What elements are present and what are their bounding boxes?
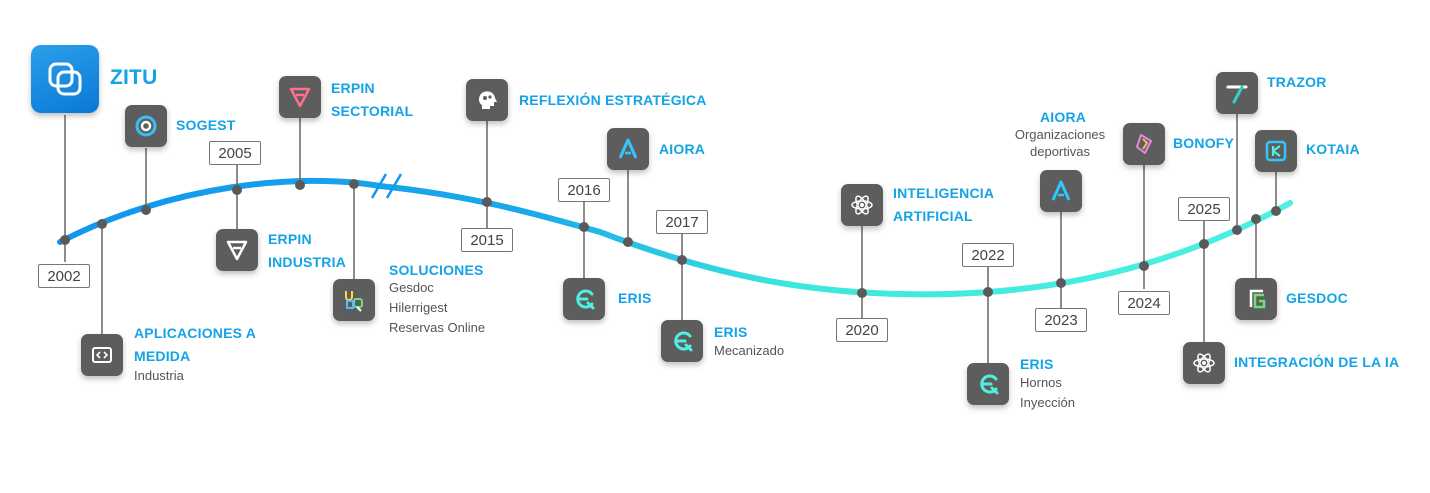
kotaia-title: KOTAIA: [1306, 141, 1360, 157]
sogest-title: SOGEST: [176, 117, 236, 133]
atom-icon: [1183, 342, 1225, 384]
eris-logo-icon: [661, 320, 703, 362]
kotaia-logo-icon: [1255, 130, 1297, 172]
eris-2017-title: ERIS: [714, 324, 748, 340]
gesdoc-title: GESDOC: [1286, 290, 1348, 306]
eris-2016-title: ERIS: [618, 290, 652, 306]
year-label-2023: 2023: [1035, 308, 1087, 332]
aiora-logo-icon: [1040, 170, 1082, 212]
year-label-2020: 2020: [836, 318, 888, 342]
zitu-title: ZITU: [110, 66, 158, 89]
year-label-2025: 2025: [1178, 197, 1230, 221]
aiora-logo-icon: [607, 128, 649, 170]
year-label-2005: 2005: [209, 141, 261, 165]
aiora-2023-title: AIORA: [1040, 109, 1087, 125]
eris-2022-title: ERIS: [1020, 356, 1054, 372]
solutions-logo-icon: [333, 279, 375, 321]
eris-logo-icon: [563, 278, 605, 320]
eris-logo-icon: [967, 363, 1009, 405]
head-gears-icon: [466, 79, 508, 121]
eris-2022-sub-inyeccion: Inyección: [1020, 395, 1075, 410]
soluciones-sub-gesdoc: Gesdoc: [389, 280, 434, 295]
erpin-industria-logo-icon: [216, 229, 258, 271]
gesdoc-logo-icon: [1235, 278, 1277, 320]
aiora-2023-sub-line2: deportivas: [1030, 144, 1090, 159]
erpin-sectorial-logo-icon: [279, 76, 321, 118]
year-label-2022: 2022: [962, 243, 1014, 267]
timeline-dots: [60, 179, 1281, 298]
trazor-logo-icon: [1216, 72, 1258, 114]
reflexion-title: REFLEXIÓN ESTRATÉGICA: [519, 92, 707, 108]
bonofy-title: BONOFY: [1173, 135, 1235, 151]
sogest-logo-icon: [125, 105, 167, 147]
soluciones-sub-hilerrigest: Hilerrigest: [389, 300, 448, 315]
atom-icon: [841, 184, 883, 226]
year-label-2002: 2002: [38, 264, 90, 288]
eris-2022-sub-hornos: Hornos: [1020, 375, 1062, 390]
year-label-2024: 2024: [1118, 291, 1170, 315]
erpin-industria-title-line2: INDUSTRIA: [268, 254, 347, 270]
bonofy-logo-icon: [1123, 123, 1165, 165]
ia-title-line1: INTELIGENCIA: [893, 185, 995, 201]
timeline-break-mark: [370, 167, 403, 199]
aplicaciones-subtitle: Industria: [134, 368, 184, 383]
zitu-logo-icon: [31, 45, 99, 113]
year-label-2017: 2017: [656, 210, 708, 234]
year-label-2015: 2015: [461, 228, 513, 252]
aiora-2023-sub-line1: Organizaciones: [1014, 127, 1106, 142]
year-label-2016: 2016: [558, 178, 610, 202]
eris-2017-subtitle: Mecanizado: [714, 343, 785, 358]
trazor-title: TRAZOR: [1267, 74, 1327, 90]
code-icon: [81, 334, 123, 376]
aplicaciones-title-line1: APLICACIONES A: [134, 325, 257, 341]
ia-title-line2: ARTIFICIAL: [893, 208, 973, 224]
integracion-ia-title: INTEGRACIÓN DE LA IA: [1234, 354, 1400, 370]
erpin-sectorial-title-line2: SECTORIAL: [331, 103, 414, 119]
aiora-2016-title: AIORA: [659, 141, 706, 157]
soluciones-sub-reservas: Reservas Online: [389, 320, 486, 335]
soluciones-title: SOLUCIONES: [389, 262, 484, 278]
erpin-industria-title-line1: ERPIN: [268, 231, 312, 247]
erpin-sectorial-title-line1: ERPIN: [331, 80, 375, 96]
aplicaciones-title-line2: MEDIDA: [134, 348, 191, 364]
